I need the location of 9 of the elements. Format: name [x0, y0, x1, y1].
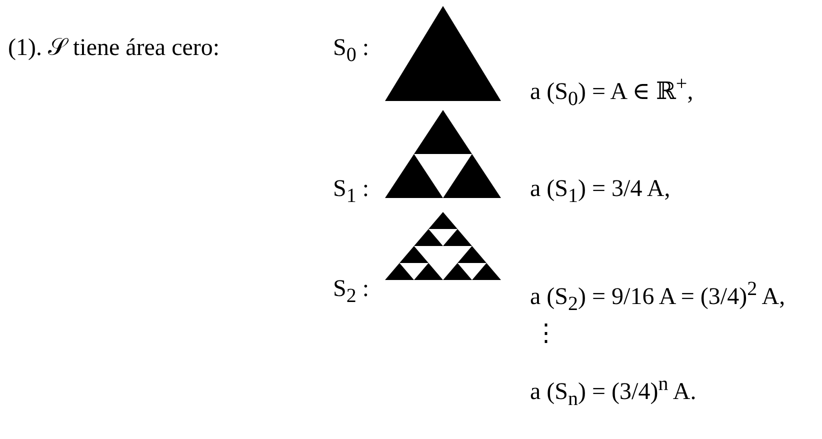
set-label: S$_{1}$ : [333, 175, 370, 209]
area-formula: a (S$_{0}$) = A ∈ ℝ$^{+}$, [530, 72, 694, 112]
area-formula: a (S$_{1}$) = 3/4 A, [530, 175, 670, 209]
set-label: S$_{2}$ : [333, 275, 370, 309]
ellipsis: ⋮ [534, 320, 558, 348]
set-label: S$_{0}$ : [333, 34, 370, 68]
statement-text: (1). 𝒮 tiene área cero: [8, 34, 220, 62]
area-formula: a (S$_{n}$) = (3/4)$^{n}$ A. [530, 372, 696, 412]
area-formula: a (S$_{2}$) = 9/16 A = (3/4)$^{2}$ A, [530, 277, 786, 317]
